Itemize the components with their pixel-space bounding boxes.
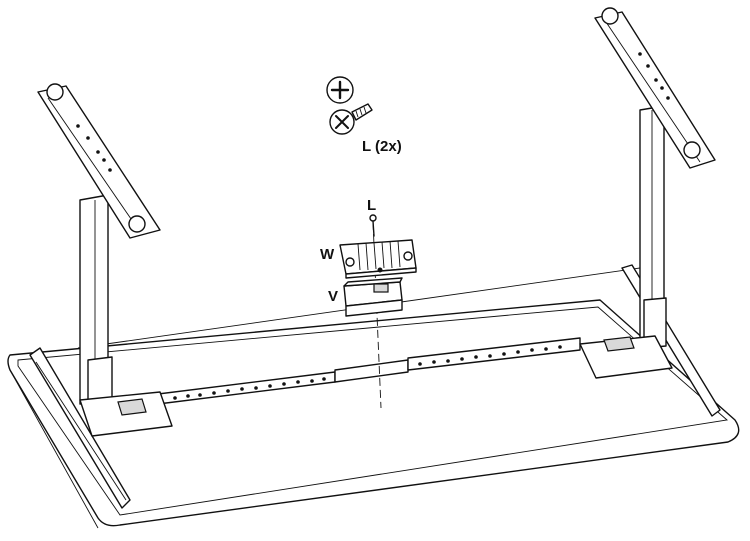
screw-small-icon (369, 214, 377, 237)
screw-head-icon (326, 76, 354, 104)
label-screw-part: L (367, 197, 376, 214)
right-leg (579, 7, 716, 379)
crossbar (149, 337, 581, 406)
control-box-v (343, 277, 403, 317)
screw-icon (329, 103, 373, 135)
left-leg (37, 83, 173, 437)
label-screw-count: L (2x) (362, 138, 402, 155)
desktop-panel (7, 299, 740, 529)
left-rail (29, 347, 131, 509)
label-bracket-part: W (320, 246, 335, 263)
bracket-w (339, 239, 417, 279)
label-box-part: V (328, 288, 338, 305)
